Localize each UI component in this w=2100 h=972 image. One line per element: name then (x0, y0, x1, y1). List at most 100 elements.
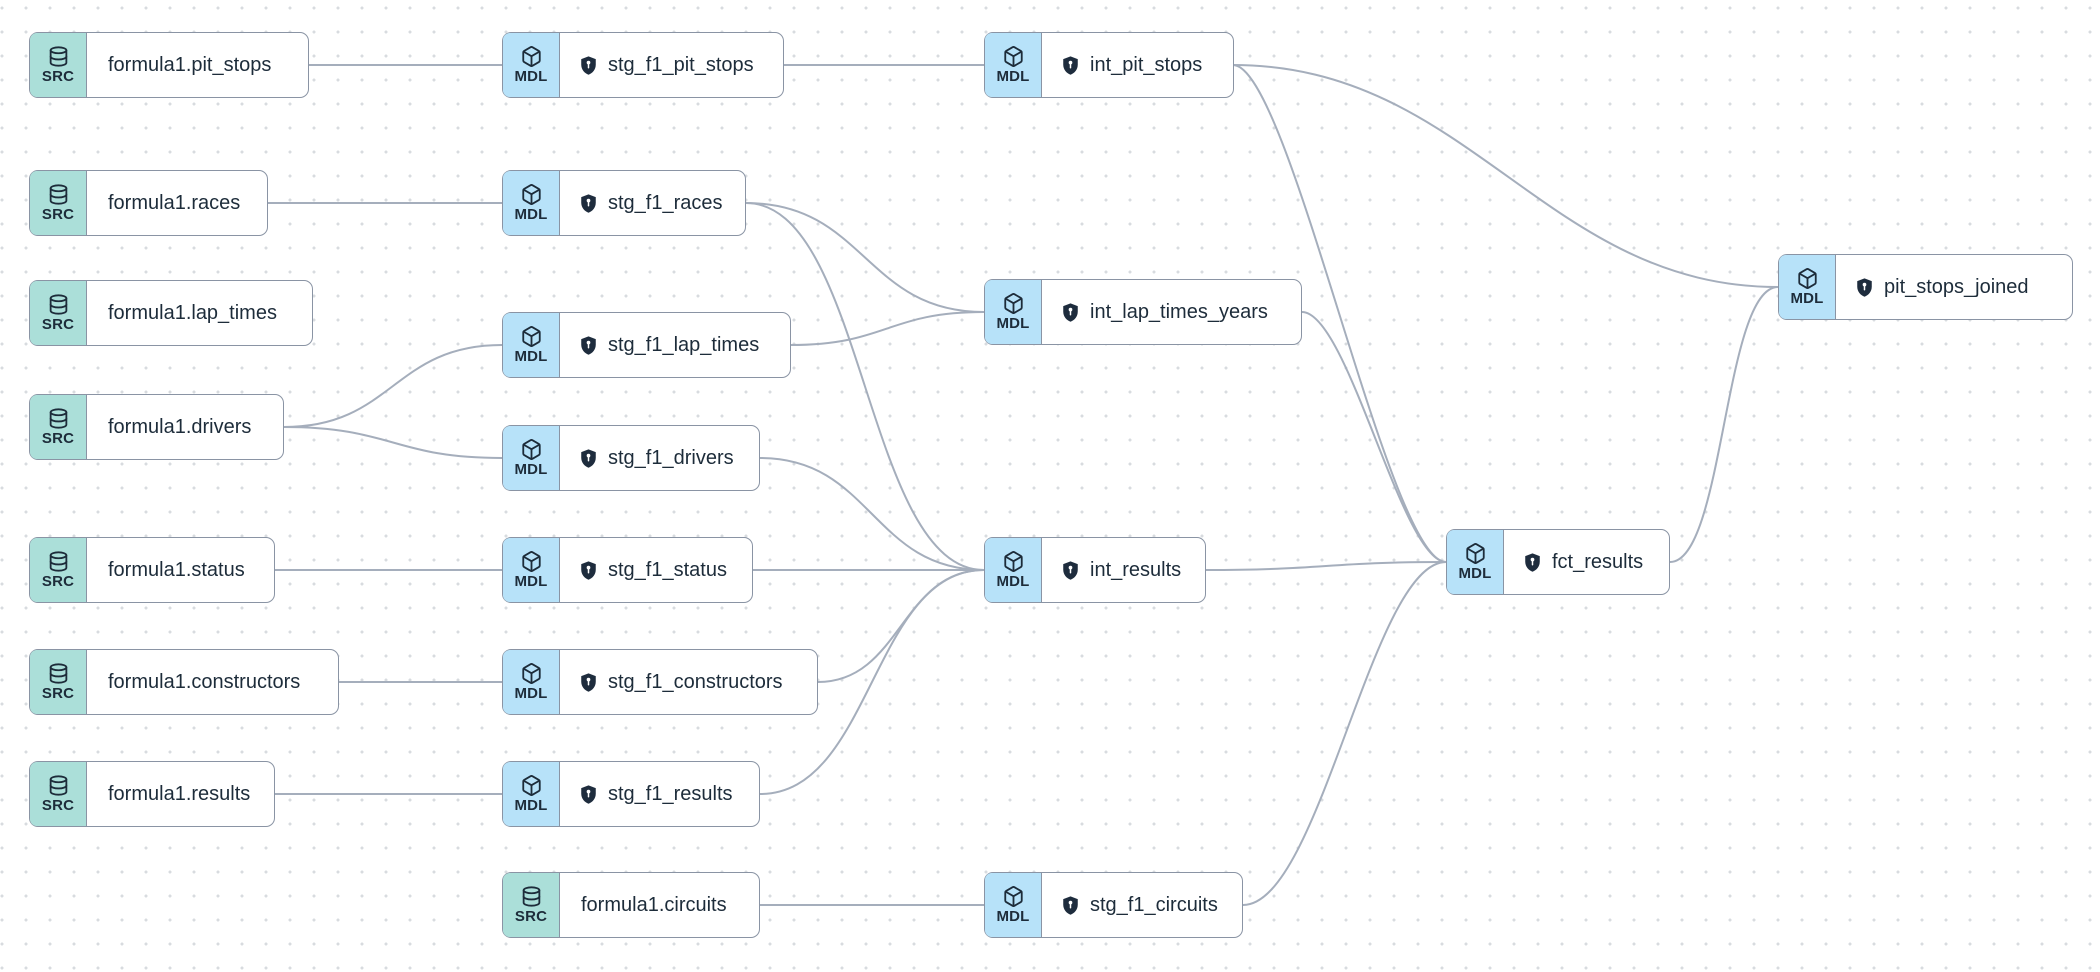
node-stg-f1-circuits[interactable]: MDL stg_f1_circuits (984, 872, 1243, 938)
badge-label: SRC (41, 67, 75, 85)
badge-label: SRC (41, 572, 75, 590)
edge-int_pit_stops-to-fct_results (1232, 64, 1447, 563)
shield-icon (1063, 55, 1078, 75)
badge-label: MDL (514, 460, 548, 478)
model-cube-icon (1003, 292, 1023, 314)
node-type-badge: MDL (985, 538, 1042, 602)
badge-label: SRC (514, 907, 548, 925)
node-label: stg_f1_pit_stops (608, 53, 754, 76)
database-icon (49, 775, 67, 796)
node-formula1-pit-stops[interactable]: SRC formula1.pit_stops (29, 32, 309, 98)
node-stg-f1-races[interactable]: MDL stg_f1_races (502, 170, 746, 236)
shield-icon (1525, 552, 1540, 572)
model-cube-icon (521, 325, 541, 347)
database-icon (49, 551, 67, 572)
node-label: stg_f1_constructors (608, 670, 783, 693)
edge-stg_f1_results-to-int_results (759, 569, 985, 795)
node-formula1-races[interactable]: SRC formula1.races (29, 170, 268, 236)
node-type-badge: SRC (30, 538, 87, 602)
node-type-badge: MDL (503, 650, 560, 714)
node-label: formula1.drivers (108, 415, 252, 438)
node-type-badge: MDL (503, 538, 560, 602)
badge-label: SRC (41, 205, 75, 223)
node-int-pit-stops[interactable]: MDL int_pit_stops (984, 32, 1234, 98)
node-label: pit_stops_joined (1884, 275, 2029, 298)
node-stg-f1-results[interactable]: MDL stg_f1_results (502, 761, 760, 827)
node-formula1-results[interactable]: SRC formula1.results (29, 761, 275, 827)
node-pit-stops-joined[interactable]: MDL pit_stops_joined (1778, 254, 2073, 320)
edge-stg_f1_lap_times-to-int_lap_times_years (790, 311, 985, 346)
badge-label: MDL (996, 67, 1030, 85)
badge-label: SRC (41, 684, 75, 702)
node-type-badge: MDL (503, 313, 560, 377)
badge-label: SRC (41, 796, 75, 814)
shield-icon (1063, 895, 1078, 915)
badge-label: MDL (996, 314, 1030, 332)
node-label: stg_f1_circuits (1090, 893, 1218, 916)
shield-icon (581, 784, 596, 804)
node-type-badge: MDL (503, 33, 560, 97)
node-type-badge: MDL (503, 762, 560, 826)
edge-stg_f1_races-to-int_results (745, 202, 985, 571)
shield-icon (581, 448, 596, 468)
badge-label: MDL (514, 347, 548, 365)
node-label: int_lap_times_years (1090, 300, 1268, 323)
badge-label: MDL (514, 205, 548, 223)
node-label: int_pit_stops (1090, 53, 1203, 76)
node-label: int_results (1090, 558, 1182, 581)
node-stg-f1-constructors[interactable]: MDL stg_f1_constructors (502, 649, 818, 715)
database-icon (49, 663, 67, 684)
node-int-results[interactable]: MDL int_results (984, 537, 1206, 603)
node-type-badge: SRC (30, 33, 87, 97)
model-cube-icon (1003, 45, 1023, 67)
node-formula1-circuits[interactable]: SRC formula1.circuits (502, 872, 760, 938)
node-type-badge: SRC (30, 171, 87, 235)
node-label: formula1.status (108, 558, 245, 581)
node-formula1-lap-times[interactable]: SRC formula1.lap_times (29, 280, 313, 346)
node-type-badge: MDL (503, 426, 560, 490)
node-stg-f1-pit-stops[interactable]: MDL stg_f1_pit_stops (502, 32, 784, 98)
shield-icon (1063, 560, 1078, 580)
edge-int_lap_times_years-to-fct_results (1301, 311, 1447, 563)
node-type-badge: MDL (1447, 530, 1504, 594)
node-type-badge: SRC (503, 873, 560, 937)
model-cube-icon (521, 183, 541, 205)
node-label: formula1.constructors (108, 670, 301, 693)
database-icon (522, 886, 540, 907)
node-formula1-drivers[interactable]: SRC formula1.drivers (29, 394, 284, 460)
node-stg-f1-status[interactable]: MDL stg_f1_status (502, 537, 753, 603)
shield-icon (1063, 302, 1078, 322)
node-label: stg_f1_races (608, 191, 723, 214)
node-type-badge: SRC (30, 281, 87, 345)
model-cube-icon (521, 662, 541, 684)
badge-label: MDL (996, 572, 1030, 590)
badge-label: MDL (514, 796, 548, 814)
badge-label: MDL (514, 684, 548, 702)
node-label: stg_f1_drivers (608, 446, 734, 469)
model-cube-icon (521, 550, 541, 572)
node-int-lap-times-years[interactable]: MDL int_lap_times_years (984, 279, 1302, 345)
shield-icon (581, 672, 596, 692)
edge-stg_f1_races-to-int_lap_times_years (745, 202, 985, 313)
edge-fct_results-to-pit_stops_joined (1669, 286, 1779, 563)
node-fct-results[interactable]: MDL fct_results (1446, 529, 1670, 595)
node-formula1-constructors[interactable]: SRC formula1.constructors (29, 649, 339, 715)
edge-stg_f1_circuits-to-fct_results (1242, 561, 1447, 906)
badge-label: MDL (1458, 564, 1492, 582)
database-icon (49, 184, 67, 205)
node-stg-f1-drivers[interactable]: MDL stg_f1_drivers (502, 425, 760, 491)
edge-formula1.drivers-to-stg_f1_drivers (283, 426, 503, 459)
database-icon (49, 46, 67, 67)
model-cube-icon (1465, 542, 1485, 564)
node-stg-f1-lap-times[interactable]: MDL stg_f1_lap_times (502, 312, 791, 378)
database-icon (49, 294, 67, 315)
node-label: stg_f1_status (608, 558, 727, 581)
node-formula1-status[interactable]: SRC formula1.status (29, 537, 275, 603)
node-label: stg_f1_results (608, 782, 733, 805)
node-label: formula1.circuits (581, 893, 727, 916)
edge-int_pit_stops-to-pit_stops_joined (1232, 64, 1779, 288)
badge-label: MDL (1790, 289, 1824, 307)
node-label: formula1.results (108, 782, 251, 805)
node-type-badge: MDL (985, 33, 1042, 97)
